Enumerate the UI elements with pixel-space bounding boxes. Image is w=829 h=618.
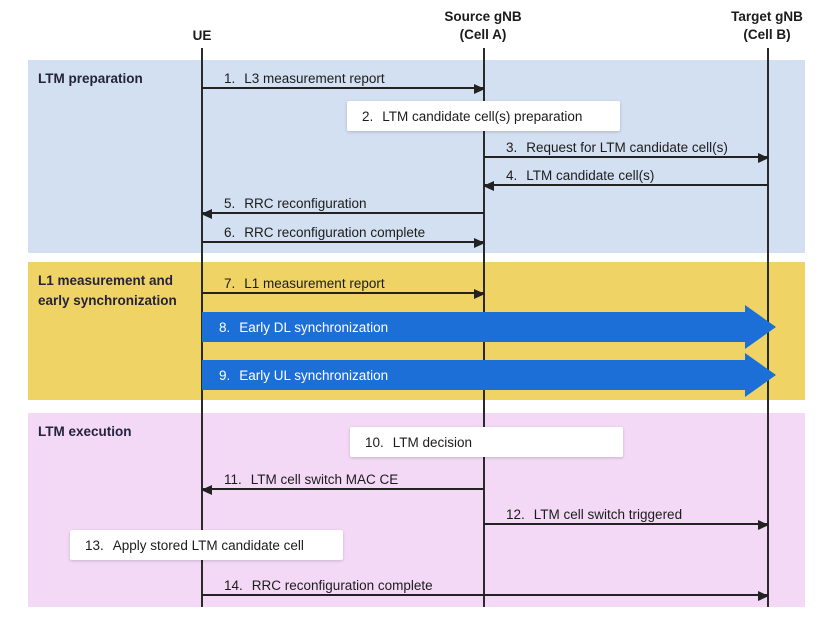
message-1-text: L3 measurement report — [244, 71, 385, 86]
message-14-rrc-reconfiguration-complete: 14. RRC reconfiguration complete — [202, 574, 769, 602]
message-14-label: 14. RRC reconfiguration complete — [224, 578, 433, 593]
message-6-label: 6. RRC reconfiguration complete — [224, 225, 425, 240]
message-8-number: 8. — [219, 319, 231, 335]
sync-arrow-9-head-icon — [745, 353, 776, 397]
message-3-arrowhead-icon — [758, 152, 769, 163]
message-6-arrowhead-icon — [474, 237, 485, 248]
message-4-number: 4. — [506, 168, 518, 183]
message-7-l1-measurement-report: 7. L1 measurement report — [202, 272, 485, 300]
message-6-rrc-reconfiguration-complete: 6. RRC reconfiguration complete — [202, 221, 485, 249]
message-4-line — [484, 184, 768, 186]
message-3-request-ltm-candidate: 3. Request for LTM candidate cell(s) — [484, 136, 769, 164]
message-4-label: 4. LTM candidate cell(s) — [506, 168, 654, 183]
message-4-text: LTM candidate cell(s) — [526, 168, 655, 183]
message-9-text: Early UL synchronization — [239, 367, 389, 383]
message-6-line — [202, 241, 484, 243]
message-13-number: 13. — [85, 537, 104, 553]
sync-arrow-9-body: 9. Early UL synchronization — [202, 360, 746, 390]
target-gnb-cell: (Cell B) — [743, 26, 791, 42]
message-11-line — [202, 488, 484, 490]
sync-arrow-8-body: 8. Early DL synchronization — [202, 312, 746, 342]
message-8-text: Early DL synchronization — [239, 319, 389, 335]
message-7-label: 7. L1 measurement report — [224, 276, 385, 291]
message-7-line — [202, 292, 484, 294]
sync-arrow-8-early-dl: 8. Early DL synchronization — [202, 305, 776, 349]
message-11-ltm-cell-switch-mac-ce: 11. LTM cell switch MAC CE — [201, 468, 484, 496]
source-gnb-cell: (Cell A) — [459, 26, 507, 42]
process-box-10-ltm-decision: 10. LTM decision — [350, 427, 623, 457]
message-5-line — [202, 212, 484, 214]
sync-arrow-9-early-ul: 9. Early UL synchronization — [202, 353, 776, 397]
message-7-number: 7. — [224, 276, 236, 291]
target-gnb-name: Target gNB — [731, 9, 803, 24]
message-14-line — [202, 594, 768, 596]
process-box-2-ltm-candidate-preparation: 2. LTM candidate cell(s) preparation — [347, 101, 620, 131]
phase-label-ltm-preparation: LTM preparation — [38, 71, 143, 86]
message-3-line — [484, 156, 768, 158]
lifeline-label-target-gnb: Target gNB (Cell B) — [697, 8, 829, 43]
message-4-ltm-candidate-cells: 4. LTM candidate cell(s) — [483, 164, 768, 192]
message-1-number: 1. — [224, 71, 236, 86]
message-7-arrowhead-icon — [474, 288, 485, 299]
lifeline-label-ue: UE — [192, 28, 212, 43]
message-3-text: Request for LTM candidate cell(s) — [526, 140, 728, 155]
message-14-text: RRC reconfiguration complete — [251, 578, 433, 593]
message-1-label: 1. L3 measurement report — [224, 71, 385, 86]
lifeline-ue — [201, 48, 203, 607]
message-2-number: 2. — [362, 108, 374, 124]
message-5-arrowhead-icon — [201, 208, 212, 219]
message-10-text: LTM decision — [392, 434, 473, 450]
message-12-text: LTM cell switch triggered — [533, 507, 683, 522]
message-5-label: 5. RRC reconfiguration — [224, 196, 367, 211]
process-box-13-apply-stored-candidate: 13. Apply stored LTM candidate cell — [70, 530, 343, 560]
message-11-text: LTM cell switch MAC CE — [250, 472, 399, 487]
sync-arrow-8-head-icon — [745, 305, 776, 349]
lifeline-label-source-gnb: Source gNB (Cell A) — [413, 8, 553, 43]
message-1-l3-measurement-report: 1. L3 measurement report — [202, 67, 485, 95]
message-5-number: 5. — [224, 196, 236, 211]
message-10-number: 10. — [365, 434, 384, 450]
message-12-number: 12. — [506, 507, 525, 522]
message-12-label: 12. LTM cell switch triggered — [506, 507, 682, 522]
message-1-arrowhead-icon — [474, 83, 485, 94]
message-3-label: 3. Request for LTM candidate cell(s) — [506, 140, 728, 155]
message-11-arrowhead-icon — [201, 484, 212, 495]
message-11-number: 11. — [224, 472, 242, 487]
message-14-arrowhead-icon — [758, 590, 769, 601]
message-9-number: 9. — [219, 367, 231, 383]
message-12-line — [484, 523, 768, 525]
message-1-line — [202, 87, 484, 89]
message-6-text: RRC reconfiguration complete — [244, 225, 426, 240]
message-12-ltm-cell-switch-triggered: 12. LTM cell switch triggered — [484, 503, 769, 531]
phase-label-l1-measurement: L1 measurement and early synchronization — [38, 273, 177, 308]
message-13-text: Apply stored LTM candidate cell — [112, 537, 304, 553]
source-gnb-name: Source gNB — [444, 9, 522, 24]
phase-label-ltm-execution: LTM execution — [38, 424, 132, 439]
message-5-text: RRC reconfiguration — [244, 196, 367, 211]
message-12-arrowhead-icon — [758, 519, 769, 530]
message-4-arrowhead-icon — [483, 180, 494, 191]
message-7-text: L1 measurement report — [244, 276, 385, 291]
message-5-rrc-reconfiguration: 5. RRC reconfiguration — [201, 192, 484, 220]
message-14-number: 14. — [224, 578, 243, 593]
message-11-label: 11. LTM cell switch MAC CE — [224, 472, 398, 487]
message-2-text: LTM candidate cell(s) preparation — [382, 108, 583, 124]
message-6-number: 6. — [224, 225, 236, 240]
message-3-number: 3. — [506, 140, 518, 155]
